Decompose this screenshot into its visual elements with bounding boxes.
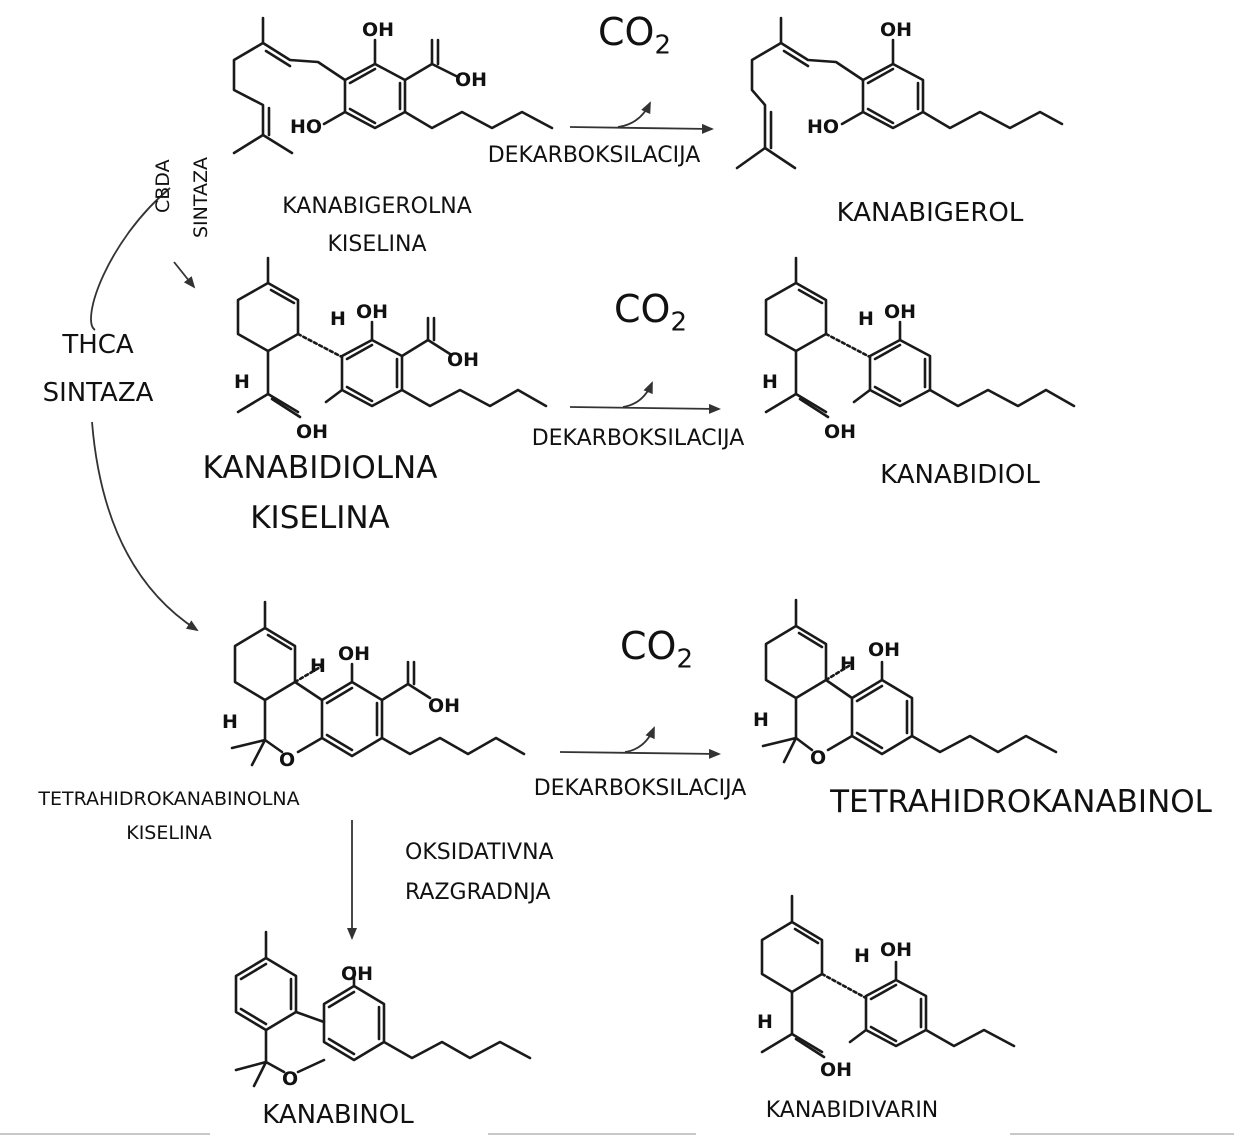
atom-oh: OH	[296, 421, 328, 443]
atom-oh: OH	[341, 963, 373, 985]
atom-h: H	[854, 945, 870, 967]
thca-synthase-arrow	[91, 421, 199, 632]
cannabidiol-structure	[764, 256, 1076, 419]
atom-h: H	[762, 371, 778, 393]
cannabidiolic-acid-label-1: KANABIDIOLNA	[202, 450, 438, 486]
atom-oh: OH	[820, 1059, 852, 1081]
co2-label-2: CO2	[614, 287, 687, 338]
bottom-rule-1	[0, 1133, 210, 1135]
thc-structure	[761, 598, 1058, 764]
thca-label-2: KISELINA	[126, 822, 212, 844]
cannabigerolic-acid-structure	[232, 16, 554, 155]
cannabinol-structure	[234, 930, 532, 1088]
decarboxylation-arrow-3	[559, 748, 721, 759]
co2-subscript: 2	[670, 307, 687, 338]
atom-o: O	[282, 1068, 298, 1090]
cannabidiolic-acid-label-2: KISELINA	[250, 500, 390, 536]
cannabidiolic-acid-structure	[236, 256, 548, 419]
decarboxylation-label-1: DEKARBOKSILACIJA	[487, 143, 701, 168]
atom-h: H	[858, 308, 874, 330]
atom-oh: OH	[880, 939, 912, 961]
co2-text: CO	[620, 624, 677, 668]
atom-oh: OH	[428, 695, 460, 717]
atom-oh: OH	[868, 639, 900, 661]
atom-oh: OH	[824, 421, 856, 443]
bottom-rule-2	[488, 1133, 696, 1135]
oxidative-degradation-label-1: OKSIDATIVNA	[405, 840, 554, 865]
cannabigerolic-acid-label-1: KANABIGEROLNA	[282, 194, 472, 219]
co2-text: CO	[598, 10, 655, 54]
cannabigerolic-acid-label-2: KISELINA	[327, 232, 427, 257]
atom-oh: OH	[880, 19, 912, 41]
atom-h: H	[757, 1011, 773, 1033]
bottom-rule-3	[1010, 1133, 1234, 1135]
atom-h: H	[310, 655, 326, 677]
atom-oh: OH	[455, 69, 487, 91]
atom-oh: OH	[338, 643, 370, 665]
reaction-arrows	[90, 101, 721, 940]
atom-h: H	[840, 653, 856, 675]
decarboxylation-label-2: DEKARBOKSILACIJA	[531, 426, 745, 451]
cbda-synthase-label-1: CBDA	[152, 159, 174, 213]
cannabigerol-label: KANABIGEROL	[836, 198, 1024, 228]
atom-ho: HO	[290, 116, 322, 138]
cbda-synthase-arrow	[173, 261, 196, 289]
atom-h: H	[234, 371, 250, 393]
thc-label: TETRAHIDROKANABINOL	[830, 784, 1212, 820]
atom-o: O	[279, 749, 295, 771]
co2-release-arrow-3	[624, 726, 655, 753]
co2-subscript: 2	[654, 30, 671, 61]
atom-oh: OH	[356, 301, 388, 323]
cannabidivarin-structure	[760, 894, 1016, 1059]
atom-oh: OH	[447, 349, 479, 371]
decarboxylation-label-3: DEKARBOKSILACIJA	[533, 776, 747, 801]
oxidative-degradation-label-2: RAZGRADNJA	[405, 880, 551, 905]
atom-h: H	[753, 709, 769, 731]
synthase-arc-upper	[90, 187, 171, 331]
co2-release-arrow-2	[622, 381, 653, 408]
cannabidiol-label: KANABIDIOL	[880, 460, 1040, 490]
cbda-synthase-label-2: SINTAZA	[190, 156, 212, 238]
atom-o: O	[810, 747, 826, 769]
cannabidivarin-label: KANABIDIVARIN	[765, 1098, 939, 1123]
cannabinol-label: KANABINOL	[262, 1100, 414, 1130]
co2-label-3: CO2	[620, 624, 693, 675]
atom-oh: OH	[362, 19, 394, 41]
thca-synthase-label-1: THCA	[62, 330, 134, 360]
atom-ho: HO	[807, 116, 839, 138]
atom-oh: OH	[884, 301, 916, 323]
atom-h: H	[330, 308, 346, 330]
co2-label-1: CO2	[598, 10, 671, 61]
atom-labels: OH OH HO OH HO H OH OH H OH H OH H OH H …	[222, 19, 916, 1090]
co2-text: CO	[614, 287, 671, 331]
thca-label-1: TETRAHIDROKANABINOLNA	[38, 788, 300, 810]
thca-structure	[230, 600, 526, 767]
thca-synthase-label-2: SINTAZA	[42, 378, 154, 408]
co2-release-arrow-1	[617, 101, 651, 128]
atom-h: H	[222, 711, 238, 733]
co2-subscript: 2	[676, 644, 693, 675]
decarboxylation-arrow-1	[569, 123, 714, 134]
cannabigerol-structure	[735, 16, 1064, 170]
decarboxylation-arrow-2	[569, 403, 721, 414]
